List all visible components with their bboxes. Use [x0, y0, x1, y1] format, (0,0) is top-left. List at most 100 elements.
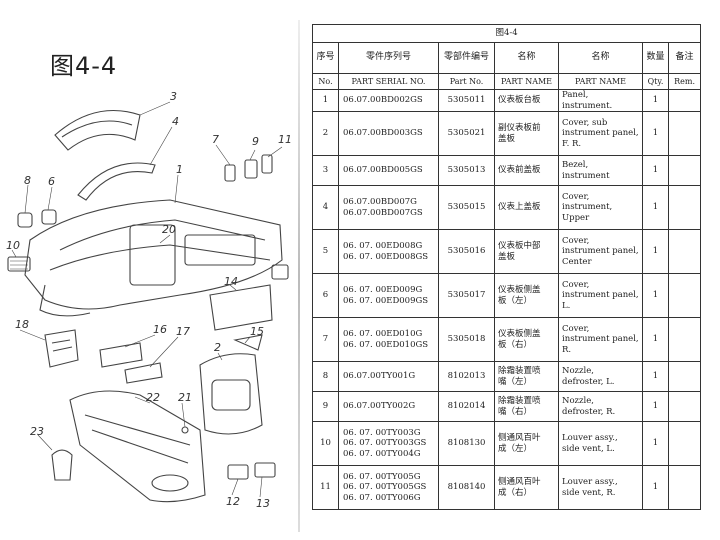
cell-serial-line: 06. 07. 00ED008GS — [343, 251, 429, 262]
cell-serial-line: 06. 07. 00ED008G — [343, 241, 423, 252]
cell-name-en-line: R. — [562, 345, 572, 356]
cell-serial-line: 06.07.00BD007G — [343, 197, 417, 208]
cell-name-cn: 仪表前盖板 — [494, 155, 559, 187]
cell-rem — [667, 111, 702, 157]
cell-serial-line: 06. 07. 00ED010G — [343, 329, 423, 340]
cell-serial-line: 06. 07. 00ED009GS — [343, 295, 429, 306]
callout-label: 13 — [256, 497, 270, 510]
cell-name-en: Cover,instrument,Upper — [558, 185, 643, 231]
cell-name-en-line: Cover, — [562, 235, 590, 246]
cell-name-en: Nozzle,defroster, R. — [558, 391, 643, 423]
cell-serial: 06.07.00BD005GS — [338, 155, 439, 187]
cell-name-en-line: instrument panel, — [562, 334, 639, 345]
cell-name-cn-line: 嘴（右） — [498, 406, 533, 417]
callout-label: 22 — [146, 391, 160, 404]
cell-rem — [667, 465, 702, 511]
cell-name-en-line: instrument panel, — [562, 128, 639, 139]
cell-name-en-line: F. R. — [562, 139, 582, 150]
cell-name-cn-line: 嘴（左） — [498, 376, 533, 387]
cell-name-en-line: Upper — [562, 213, 590, 224]
cell-serial: 06.07.00BD002GS — [338, 88, 439, 113]
callout-label: 18 — [15, 318, 29, 331]
callout-label: 2 — [214, 341, 221, 354]
cell-no: 6 — [312, 273, 339, 319]
callout-label: 4 — [172, 115, 179, 128]
cell-serial-line: 06. 07. 00TY005GS — [343, 482, 427, 493]
callout-label: 15 — [250, 325, 264, 338]
cell-name-cn: 侧通风百叶成（右） — [494, 465, 559, 511]
cell-no: 10 — [312, 421, 339, 467]
cell-name-cn-line: 成（左） — [498, 443, 533, 454]
cell-name-cn-line: 板（左） — [498, 295, 533, 306]
cell-name-cn: 侧通风百叶成（左） — [494, 421, 559, 467]
cell-name-en-line: Cover, — [562, 279, 590, 290]
callout-label: 17 — [176, 325, 190, 338]
callout-label: 16 — [153, 323, 167, 336]
cell-part-no: 5305011 — [438, 88, 495, 113]
cell-name-cn: 仪表上盖板 — [494, 185, 559, 231]
cell-serial: 06.07.00TY002G — [338, 391, 439, 423]
instrument-panel-part — [24, 199, 283, 310]
cell-name-en-line: Cover, — [562, 323, 590, 334]
cover-upper-part — [77, 162, 156, 201]
header-en-col-part-no: Part No. — [438, 73, 495, 90]
cell-no: 11 — [312, 465, 339, 511]
cell-qty: 1 — [642, 317, 669, 363]
callout-label: 11 — [278, 133, 292, 146]
cell-serial: 06.07.00BD003GS — [338, 111, 439, 157]
cell-part-no: 8108130 — [438, 421, 495, 467]
cell-rem — [667, 88, 702, 113]
callout-label: 1 — [176, 163, 183, 176]
cell-serial-line: 06.07.00BD002GS — [343, 95, 423, 106]
cell-no: 2 — [312, 111, 339, 157]
table-title: 图4-4 — [311, 24, 702, 43]
cell-no: 5 — [312, 229, 339, 275]
cell-name-en-line: Center — [562, 257, 592, 268]
parts-table: 图4-4 序号零件序列号零部件编号名称名称数量备注 No.PART SERIAL… — [311, 24, 702, 511]
cell-qty: 1 — [642, 155, 669, 187]
cell-name-cn-line: 侧通风百叶 — [498, 477, 541, 488]
cell-name-en: Louver assy.,side vent, L. — [558, 421, 643, 467]
header-cn-col-name-cn: 名称 — [494, 42, 559, 74]
cell-name-cn-line: 成（右） — [498, 487, 533, 498]
cell-rem — [667, 273, 702, 319]
cell-name-cn-line: 除霜装置喷 — [498, 396, 541, 407]
cell-name-en: Cover,instrument panel,L. — [558, 273, 643, 319]
cell-name-en-line: instrument — [562, 170, 610, 181]
cell-name-en-line: Nozzle, — [562, 366, 594, 377]
header-en-col-name-cn: PART NAME — [494, 73, 559, 90]
cell-name-cn-line: 侧通风百叶 — [498, 433, 541, 444]
cell-no: 4 — [312, 185, 339, 231]
figure-label: 图4-4 — [50, 52, 118, 80]
cell-serial-line: 06. 07. 00TY005G — [343, 471, 421, 482]
cell-name-en-line: defroster, L. — [562, 376, 615, 387]
cell-name-cn-line: 盖板 — [498, 133, 516, 144]
cell-name-cn-line: 副仪表板前 — [498, 123, 541, 134]
cell-rem — [667, 317, 702, 363]
cell-no: 1 — [312, 88, 339, 113]
cell-qty: 1 — [642, 111, 669, 157]
console-part — [69, 390, 206, 503]
cell-qty: 1 — [642, 465, 669, 511]
cell-name-en: Panel, instrument. — [558, 88, 643, 113]
cell-qty: 1 — [642, 391, 669, 423]
cell-name-cn-line: 仪表板侧盖 — [498, 329, 541, 340]
cell-serial-line: 06. 07. 00TY003GS — [343, 438, 427, 449]
header-cn-col-serial: 零件序列号 — [338, 42, 439, 74]
cell-serial: 06.07.00TY001G — [338, 361, 439, 393]
cell-serial-line: 06. 07. 00TY004G — [343, 449, 421, 460]
cell-name-en: Louver assy.,side vent, R. — [558, 465, 643, 511]
header-en-col-qty: Qty. — [642, 73, 669, 90]
cell-name-cn: 除霜装置喷嘴（左） — [494, 361, 559, 393]
cell-part-no: 8108140 — [438, 465, 495, 511]
cell-name-cn-line: 盖板 — [498, 251, 516, 262]
cell-qty: 1 — [642, 361, 669, 393]
cell-no: 7 — [312, 317, 339, 363]
